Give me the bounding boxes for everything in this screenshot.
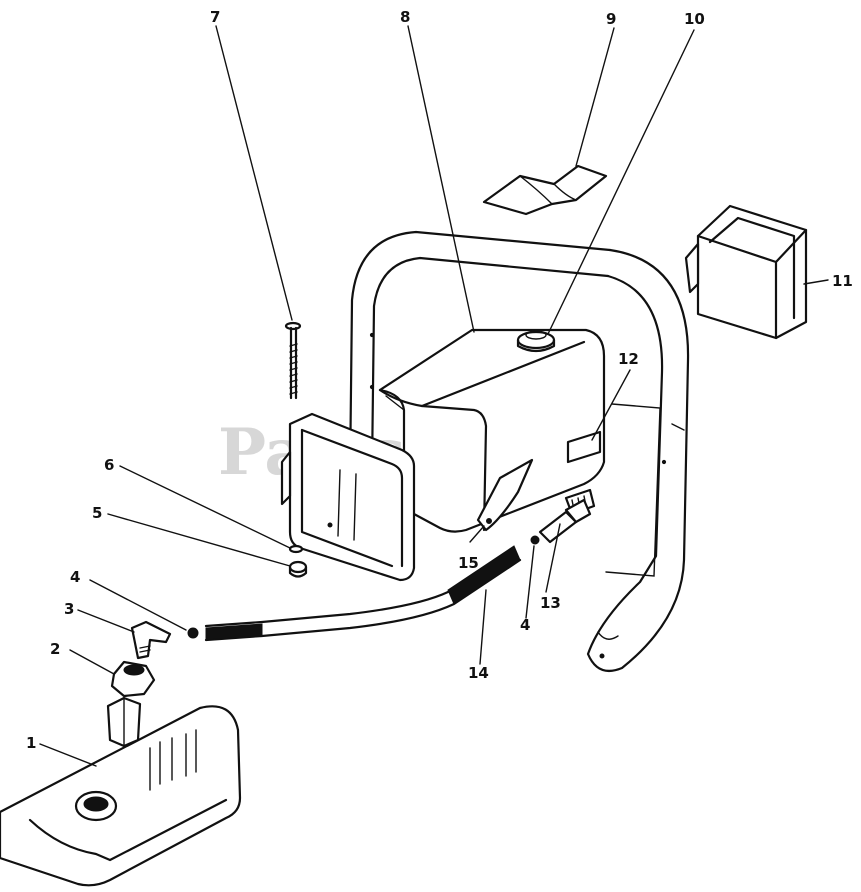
bracket-part-11 xyxy=(684,204,808,340)
fitting-part-13 xyxy=(530,498,592,545)
callout-15: 15 xyxy=(458,554,479,572)
callout-6: 6 xyxy=(104,456,114,474)
clamp-part-4 xyxy=(187,627,199,639)
strap-part-9 xyxy=(482,164,608,216)
callout-13: 13 xyxy=(540,594,561,612)
callout-4-right: 4 xyxy=(520,616,530,634)
callout-3: 3 xyxy=(64,600,74,618)
callout-labels: 7 8 9 10 11 12 6 5 15 4 3 13 4 2 14 1 xyxy=(26,8,853,752)
tank-bracket xyxy=(280,412,416,582)
washer-part-6 xyxy=(288,544,304,554)
leader-lines xyxy=(39,25,829,767)
callout-14: 14 xyxy=(468,664,489,682)
callout-2: 2 xyxy=(50,640,60,658)
callout-9: 9 xyxy=(606,10,616,28)
shutoff-part-2 xyxy=(106,660,156,748)
handle-frame xyxy=(348,230,690,672)
callout-12: 12 xyxy=(618,350,639,368)
nut-part-5 xyxy=(288,560,308,578)
mounting-panel xyxy=(605,403,661,577)
callout-1: 1 xyxy=(26,734,36,752)
fuel-line-part-14 xyxy=(204,545,522,642)
bolt-part-7 xyxy=(284,321,302,400)
callout-7: 7 xyxy=(210,8,220,26)
callout-8: 8 xyxy=(400,8,410,26)
callout-5: 5 xyxy=(92,504,102,522)
elbow-part-3 xyxy=(130,620,172,660)
engine-fuel-tank xyxy=(0,705,242,887)
callout-10: 10 xyxy=(684,10,705,28)
callout-4-left: 4 xyxy=(70,568,80,586)
callout-11: 11 xyxy=(832,272,853,290)
